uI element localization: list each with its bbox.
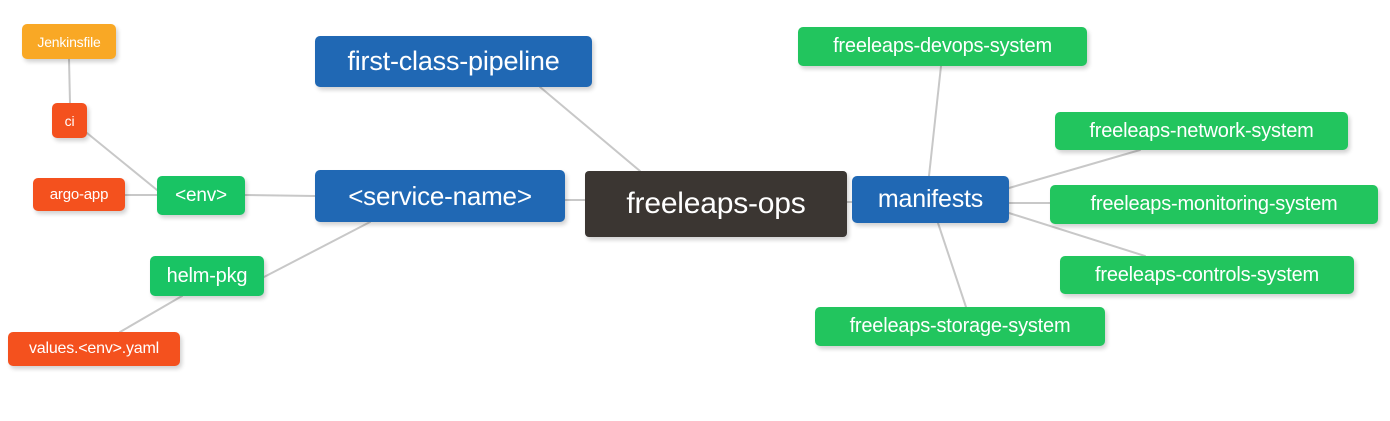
mindmap-node-helm-pkg[interactable]: helm-pkg [150,256,264,296]
mindmap-node-label: helm-pkg [166,264,248,287]
edge-manifests-to-freeleaps-storage-system [937,222,967,308]
mindmap-node-service-name[interactable]: <service-name> [315,170,565,222]
edge-env-to-service-name [244,194,316,197]
mindmap-node-jenkinsfile[interactable]: Jenkinsfile [22,24,116,59]
mindmap-node-label: argo-app [49,186,109,203]
mindmap-node-freeleaps-monitoring-system[interactable]: freeleaps-monitoring-system [1050,185,1378,224]
mindmap-node-freeleaps-network-system[interactable]: freeleaps-network-system [1055,112,1348,150]
mindmap-node-label: freeleaps-network-system [1089,119,1314,142]
edge-helm-pkg-to-values-yaml [119,295,183,333]
edge-jenkinsfile-to-ci [68,58,71,104]
edge-service-name-to-helm-pkg [263,221,371,278]
mindmap-node-label: <service-name> [348,180,532,211]
mindmap-node-values-yaml[interactable]: values.<env>.yaml [8,332,180,366]
mindmap-node-env[interactable]: <env> [157,176,245,215]
mindmap-node-freeleaps-devops-system[interactable]: freeleaps-devops-system [798,27,1087,66]
mindmap-node-freeleaps-storage-system[interactable]: freeleaps-storage-system [815,307,1105,346]
mindmap-node-freeleaps-controls-system[interactable]: freeleaps-controls-system [1060,256,1354,294]
mindmap-node-label: freeleaps-devops-system [833,35,1052,57]
mindmap-node-label: <env> [175,184,227,206]
edge-first-class-pipeline-to-freeleaps-ops [539,86,641,172]
mindmap-node-label: values.<env>.yaml [28,340,159,357]
mindmap-node-ci[interactable]: ci [52,103,87,138]
edge-freeleaps-devops-system-to-manifests [928,65,942,177]
mindmap-node-freeleaps-ops[interactable]: freeleaps-ops [585,171,847,237]
mindmap-node-manifests[interactable]: manifests [852,176,1009,223]
mindmap-node-label: Jenkinsfile [37,33,101,50]
mindmap-node-label: freeleaps-storage-system [849,315,1071,337]
mindmap-node-label: freeleaps-monitoring-system [1090,193,1338,215]
mindmap-node-label: ci [64,112,75,129]
mindmap-node-first-class-pipeline[interactable]: first-class-pipeline [315,36,592,87]
mindmap-node-argo-app[interactable]: argo-app [33,178,125,211]
mindmap-node-label: first-class-pipeline [347,46,560,76]
mindmap-node-label: freeleaps-ops [626,187,806,220]
edge-manifests-to-freeleaps-network-system [1008,149,1141,189]
mindmap-node-label: freeleaps-controls-system [1095,263,1319,286]
mindmap-node-label: manifests [877,185,984,213]
